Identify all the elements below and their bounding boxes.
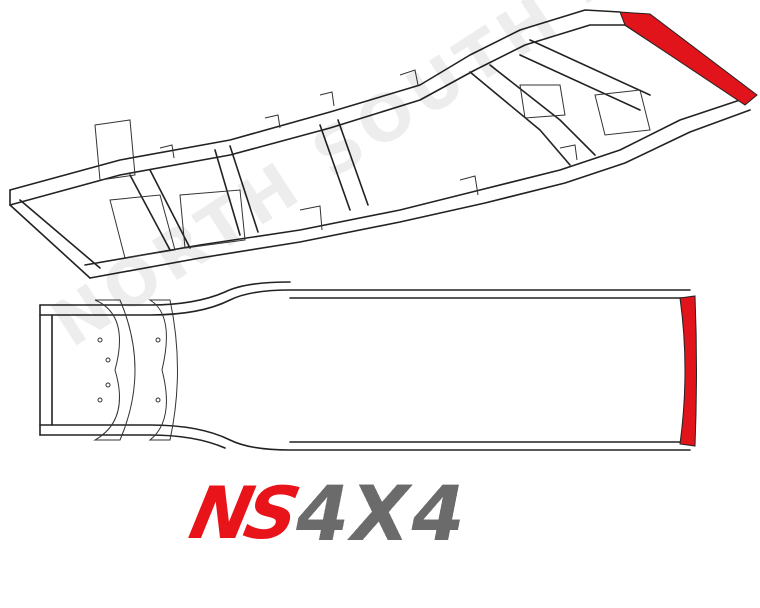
logo-ns: NS — [183, 471, 302, 555]
perspective-chassis-frame — [9, 9, 751, 279]
ns4x4-logo: NS 4X4 — [183, 469, 466, 558]
logo-4x4: 4X4 — [296, 468, 467, 558]
highlighted-crossmember-perspective — [619, 11, 758, 106]
top-view-chassis-frame — [39, 281, 691, 451]
highlighted-crossmember-top-view — [679, 295, 697, 447]
